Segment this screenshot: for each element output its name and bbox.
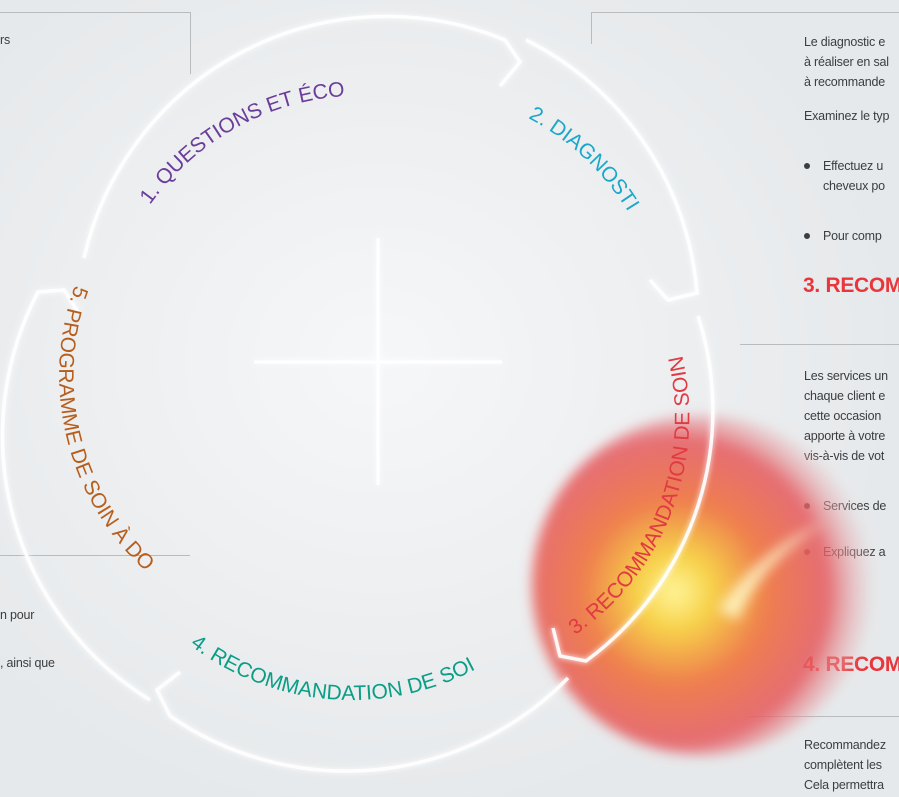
right-bullet-1-line1: Effectuez u — [803, 156, 883, 176]
right-bullet-1-line2: cheveux po — [823, 179, 885, 193]
right-p1-line1: Le diagnostic e — [804, 35, 886, 49]
section-heading-3: 3. RECOMI — [803, 274, 899, 297]
right-panel-divider-2 — [748, 716, 899, 717]
left-panel-top-border — [0, 12, 191, 13]
left-panel-right-border — [190, 12, 191, 74]
left-top-fragment: rs — [0, 33, 11, 47]
right-p3-line3: cette occasion — [804, 409, 882, 423]
left-bottom-line-2: , ainsi que — [0, 656, 55, 670]
decorative-blob — [532, 415, 872, 755]
right-panel-left-border — [591, 12, 592, 44]
right-p3-line2: chaque client e — [804, 389, 886, 403]
right-panel-divider-1 — [740, 344, 899, 345]
right-p3-line1: Les services un — [804, 369, 888, 383]
right-bullet-2: Pour comp — [804, 226, 882, 246]
step-label-5: 5. PROGRAMME DE SOIN À DOMICILE — [0, 0, 158, 575]
right-p3-line5: vis-à-vis de vot — [804, 449, 885, 463]
right-p2: Examinez le typ — [804, 109, 890, 123]
left-bottom-line-1: n pour — [0, 608, 35, 622]
right-panel-top-border — [591, 12, 899, 13]
left-panel-bottom-border — [0, 555, 190, 556]
right-p4-line1: Recommandez — [804, 738, 886, 752]
step-label-2: 2. DIAGNOSTIC — [0, 0, 643, 215]
right-p1-line2: à réaliser en sal — [804, 55, 889, 69]
right-p4-line2: complètent les — [804, 758, 882, 772]
center-plus-icon — [254, 238, 502, 485]
right-p1-line3: à recommande — [804, 75, 885, 89]
ring-segments — [0, 14, 715, 773]
right-p3-line4: apporte à votre — [804, 429, 886, 443]
right-p4-line3: Cela permettra — [804, 778, 884, 792]
